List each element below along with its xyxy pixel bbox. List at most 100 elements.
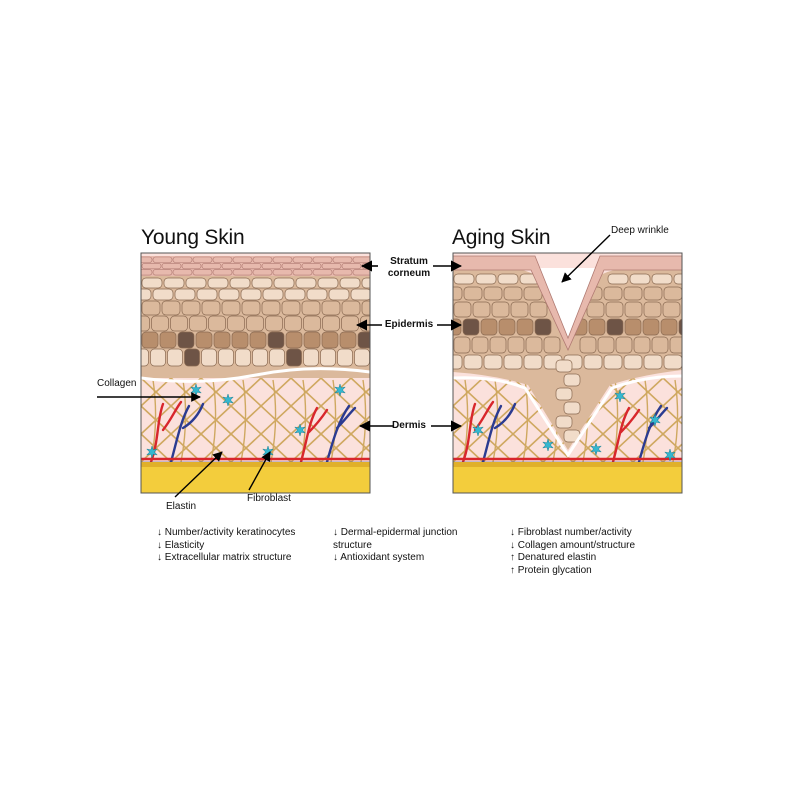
fibroblast-cell — [146, 445, 158, 459]
vein-branch — [325, 404, 351, 464]
epidermis-cell — [141, 348, 149, 367]
vein-branch — [493, 402, 517, 430]
collagen-fiber — [21, 378, 111, 462]
stratum-cell — [212, 256, 233, 263]
epidermis-cell — [252, 348, 268, 367]
epidermis-cell — [651, 273, 673, 285]
epidermis-cell — [341, 300, 361, 316]
fibroblast-cell — [472, 423, 484, 437]
epidermis-cell — [579, 336, 597, 354]
stratum-cell — [312, 269, 333, 276]
epidermis-cell — [462, 318, 480, 336]
collagen-fiber — [350, 377, 370, 397]
elastin-arrow — [174, 451, 223, 498]
epidermis-cell — [629, 273, 651, 285]
stratum-cell — [321, 262, 342, 270]
epidermis-cell — [303, 315, 321, 332]
epidermis-cell — [623, 354, 643, 370]
epidermis-cell — [284, 288, 306, 301]
epidermis-cell — [555, 359, 573, 373]
epidermis-cell — [163, 277, 185, 289]
epidermis-cell — [642, 318, 660, 336]
collagen-fiber — [662, 443, 682, 463]
stratum-cell — [312, 256, 333, 263]
epidermis-cell — [372, 349, 387, 366]
stratum-corneum-label: Stratum corneum — [374, 256, 444, 280]
epidermis-cell — [643, 354, 663, 370]
epidermis-cell — [688, 337, 704, 353]
artery-branch — [149, 402, 165, 464]
elastin-fiber — [270, 379, 277, 463]
aging-panel-border — [452, 252, 683, 494]
note-ecm: ↓ Extracellular matrix structure — [157, 552, 292, 563]
epidermis-cell — [376, 332, 392, 348]
epidermis-cell — [152, 288, 174, 301]
stratum-cell — [141, 269, 153, 276]
epidermis-cell — [201, 348, 217, 367]
collagen-fiber — [753, 378, 800, 462]
fibroblast-cell — [294, 423, 306, 437]
artery-branch — [161, 400, 183, 432]
stratum-cell — [352, 256, 370, 263]
epidermis-cell — [339, 277, 361, 289]
epidermis-cell — [284, 315, 302, 332]
epidermis-cell — [663, 354, 682, 370]
epidermis-cell — [523, 354, 543, 370]
epidermis-cell — [453, 336, 471, 354]
epidermis-cell — [453, 286, 463, 301]
collagen-fiber — [350, 443, 370, 463]
epidermis-cell — [603, 354, 623, 370]
epidermis-cell — [249, 331, 267, 349]
epidermis-cell — [361, 277, 370, 289]
note-glycation: ↑ Protein glycation — [510, 564, 592, 576]
epidermis-cell — [337, 348, 353, 367]
young-collagen-fibers — [21, 377, 370, 463]
vein-branch — [335, 406, 357, 430]
epidermis-cell — [491, 301, 510, 318]
collagen-fiber — [783, 378, 800, 462]
stratum-cell — [172, 256, 193, 263]
epidermis-cell — [453, 354, 463, 370]
epidermis-cell — [295, 277, 317, 289]
young-epidermis-cells — [141, 276, 392, 378]
epidermis-cell — [341, 315, 359, 332]
collagen-fiber — [662, 377, 682, 397]
epidermis-cell — [261, 300, 281, 316]
aging-dej-line — [453, 374, 682, 458]
epidermis-cell — [606, 318, 624, 336]
epidermis-cell — [320, 348, 336, 367]
stratum-label-line1: Stratum — [390, 256, 428, 267]
aging-epidermis-cells — [453, 273, 704, 443]
epidermis-cell — [269, 348, 285, 367]
epidermis-cell — [529, 301, 548, 318]
epidermis-cell — [588, 318, 606, 336]
epidermis-cell — [633, 336, 651, 354]
callout-arrows — [97, 234, 611, 498]
epidermis-cell — [357, 331, 370, 349]
epidermis-cell — [184, 348, 200, 367]
young-skin-title: Young Skin — [141, 226, 245, 249]
epidermis-cell — [643, 301, 662, 318]
aging-skin-title: Aging Skin — [452, 226, 551, 249]
epidermis-cell — [141, 300, 161, 316]
fibroblast-arrow — [248, 451, 271, 491]
note-dej-cont: structure — [333, 539, 372, 551]
stratum-cell — [292, 269, 313, 276]
epidermis-cell — [235, 348, 251, 367]
notes-column-2: ↓ Dermal-epidermal junction structure ↓ … — [333, 527, 458, 565]
stratum-cell — [352, 269, 370, 276]
epidermis-cell — [669, 336, 682, 354]
deep-wrinkle-label: Deep wrinkle — [611, 225, 669, 236]
stratum-cell — [212, 269, 233, 276]
stratum-cell — [152, 256, 173, 263]
epidermis-cell — [161, 300, 181, 316]
fibroblast-cell — [614, 389, 626, 403]
note-fibroblast: ↓ Fibroblast number/activity — [510, 527, 632, 538]
aging-fibroblasts — [472, 389, 676, 462]
epidermis-cell — [489, 336, 507, 354]
vein-branch — [637, 404, 663, 464]
stratum-cell — [181, 262, 202, 270]
epidermis-cell — [321, 300, 341, 316]
epidermis-cell — [472, 301, 491, 318]
